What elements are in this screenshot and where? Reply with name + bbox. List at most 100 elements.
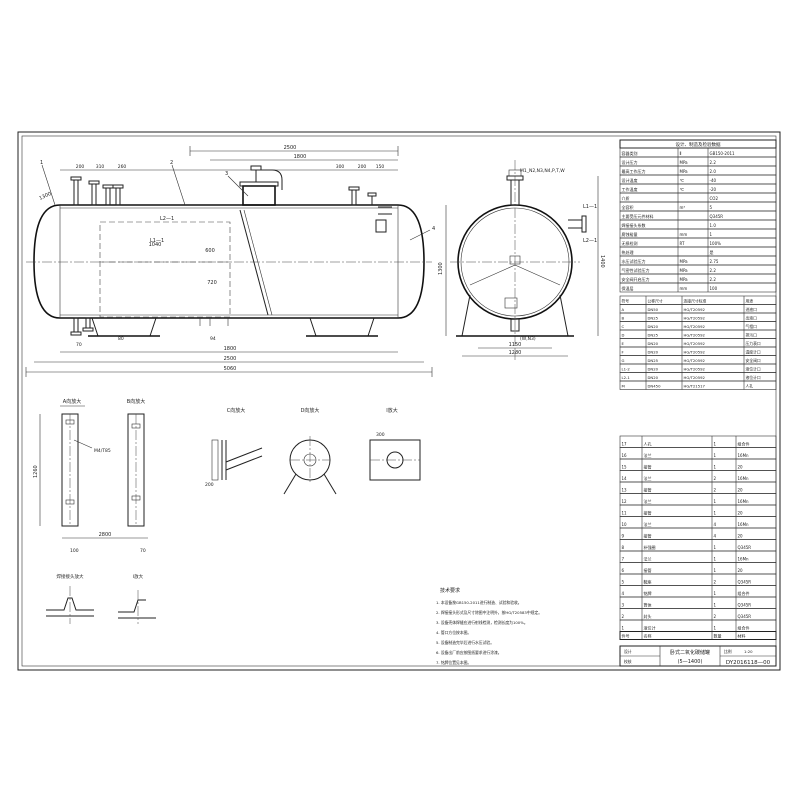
inclined-pipe xyxy=(239,209,269,316)
parts-table-cell: 1 xyxy=(622,626,625,631)
nozzle-table-cell: 温度计口 xyxy=(746,350,761,355)
spec-table-cell: 设计压力 xyxy=(622,159,638,165)
spec-table-cell: -40 xyxy=(710,178,717,183)
detail-a-label: M4/T85 xyxy=(94,448,111,454)
parts-table-cell: 液位计 xyxy=(644,625,656,631)
nozzle-table-cell: E xyxy=(622,341,625,346)
nozzle-table-cell: HG/T20592 xyxy=(684,375,706,380)
spec-table-cell: 2.2 xyxy=(710,160,717,165)
dim-n-c: 260 xyxy=(118,164,127,170)
spec-table-title: 设计、制造及检验数据 xyxy=(676,141,721,148)
note-1: 1. 本设备按GB150-2011进行制造、试验和验收。 xyxy=(436,600,522,605)
spec-table-cell: 安全阀开启压力 xyxy=(622,276,650,282)
dim-lower-c: 94 xyxy=(210,336,216,342)
nozzle-table-cell: HG/T20592 xyxy=(684,307,706,312)
parts-table-cell: 1 xyxy=(714,499,717,504)
dim-mid-a: 600 xyxy=(205,248,215,254)
spec-table-cell: 全容积 xyxy=(622,204,634,210)
parts-table-cell: 15 xyxy=(622,465,628,470)
nozzle-table-header-cell: 连接尺寸标准 xyxy=(684,299,707,304)
tag-l2-main: L2—1 xyxy=(160,216,174,222)
inner-border xyxy=(21,135,777,667)
parts-table-cell: 16Mn xyxy=(738,453,750,458)
title-block: 卧式二氧化碳储罐 (5—1400) DY2016118—00 设计 校核 比例 … xyxy=(619,645,777,667)
parts-table-cell: 2 xyxy=(714,614,717,619)
nozzle-table-cell: DN25 xyxy=(648,316,659,321)
parts-table-footer-cell: 材料 xyxy=(738,633,746,639)
nozzle-table-cell: G xyxy=(622,358,625,363)
spec-table-cell: 100% xyxy=(710,241,722,246)
nozzle-table-cell: M xyxy=(622,384,625,389)
parts-table-cell: 接管 xyxy=(644,567,652,573)
spec-table-cell: ℃ xyxy=(680,178,685,183)
parts-table-cell: 法兰 xyxy=(644,475,652,481)
spec-table-cell: 容器类别 xyxy=(622,150,638,156)
spec-table-cell: 气密性试验压力 xyxy=(622,267,650,273)
spec-table-cell: 水压试验压力 xyxy=(622,258,646,264)
leader-tag-1: 1 xyxy=(40,160,43,166)
parts-table-cell: 2 xyxy=(622,614,625,619)
parts-table-cell: Q345R xyxy=(738,603,752,608)
spec-table-cell: MPa xyxy=(680,169,689,174)
dim-mid-c: 1040 xyxy=(149,242,162,248)
parts-table-cell: 1 xyxy=(714,465,717,470)
nozzle-table-cell: 压力表口 xyxy=(746,341,761,346)
parts-table-cell: 1 xyxy=(714,511,717,516)
parts-table-cell: 人孔 xyxy=(644,441,652,447)
note-7: 7. 铭牌位置见本图。 xyxy=(436,660,471,665)
nozzle-table-cell: L1-2 xyxy=(622,367,631,372)
parts-table-cell: 10 xyxy=(622,522,628,527)
title-sub: (5—1400) xyxy=(678,659,703,665)
right-nozzles xyxy=(367,192,392,233)
parts-table-cell: 1 xyxy=(714,626,717,631)
detail-e: I放大 300 xyxy=(369,407,421,481)
nozzle-table-cell: DN20 xyxy=(648,324,659,329)
parts-table-cell: 16 xyxy=(622,453,628,458)
nozzle-table-cell: 液位计口 xyxy=(746,367,761,372)
nozzle-table-cell: F xyxy=(622,350,624,355)
spec-table-cell: 2.75 xyxy=(710,259,719,264)
parts-table-cell: 17 xyxy=(622,442,628,447)
detail-a-height: 1260 xyxy=(33,465,39,478)
parts-table-cell: 4 xyxy=(714,522,717,527)
nozzle-table-cell: 人孔 xyxy=(746,384,754,389)
nozzle-table-cell: C xyxy=(622,324,625,329)
nozzle-table-cell: D xyxy=(622,333,625,338)
notes-title: 技术要求 xyxy=(440,587,460,594)
nozzle-table-cell: HG/T20592 xyxy=(684,341,706,346)
nozzle-table-cell: HG/T20592 xyxy=(684,333,706,338)
parts-table-cell: 1 xyxy=(714,442,717,447)
dim-end-h3: 1150 xyxy=(509,342,522,348)
main-dimensions: 2500 1800 200 310 260 300 200 150 1040 6… xyxy=(25,145,435,377)
spec-table-cell: 主要受压元件材料 xyxy=(622,213,654,219)
spec-table-cell: m³ xyxy=(680,205,686,210)
spec-table-cell: 1 xyxy=(710,232,713,237)
detail-e-title: I放大 xyxy=(386,407,397,414)
dim-end-height: 1300 xyxy=(438,262,444,275)
nozzle-table-cell: HG/T20592 xyxy=(684,324,706,329)
parts-table-cell: 16Mn xyxy=(738,499,750,504)
spec-table-cell: 2.0 xyxy=(710,169,717,174)
nozzle-table-cell: 进液口 xyxy=(746,307,758,312)
parts-table-cell: 筒体 xyxy=(644,602,652,608)
dim-lower-b: 80 xyxy=(118,336,124,342)
dim-n-a: 200 xyxy=(76,164,85,170)
parts-table-cell: 20 xyxy=(738,511,744,516)
title-scale: 1:20 xyxy=(744,649,753,654)
detail-a-dim2: 70 xyxy=(140,548,146,554)
detail-weld-2-title: I放大 xyxy=(133,573,144,580)
spec-table-cell: MPa xyxy=(680,259,689,264)
parts-table-cell: 接管 xyxy=(644,464,652,470)
spec-table-cell: 介质 xyxy=(622,195,630,201)
vessel-side-view xyxy=(26,165,432,337)
title-scale-label: 比例 xyxy=(724,649,732,654)
internal-frame xyxy=(99,221,231,318)
spec-table-cell: 保温层 xyxy=(622,285,634,291)
parts-table-footer-cell: 数量 xyxy=(714,633,722,639)
end-view-nozzle-label: M1_N2,N3,N4,P,T,W xyxy=(520,168,565,174)
detail-weld-1: 焊接接头放大 xyxy=(46,573,94,624)
spec-table-cell: GB150-2011 xyxy=(710,151,736,156)
spec-table-cell: mm xyxy=(680,232,688,237)
nozzle-table-cell: HG/T20592 xyxy=(684,350,706,355)
